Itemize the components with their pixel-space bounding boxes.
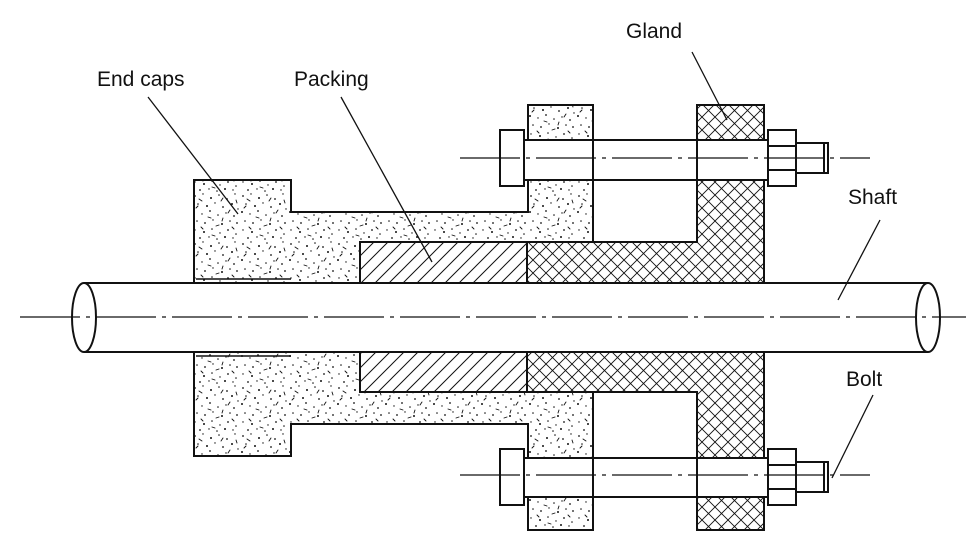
bolt-lower [499, 448, 829, 506]
bolt-hole-upper [522, 140, 769, 180]
bolt-hole-lower [522, 458, 769, 497]
label-packing: Packing [294, 68, 369, 91]
label-shaft: Shaft [848, 186, 898, 209]
packing-lower [359, 351, 528, 393]
leader-shaft [837, 219, 881, 301]
label-bolt: Bolt [846, 368, 883, 391]
bolt-lower-nut [767, 448, 797, 506]
leader-lines [147, 51, 881, 479]
packing-upper [359, 241, 528, 284]
leader-packing [340, 96, 433, 263]
bolt-lower-thread [795, 461, 829, 493]
leader-end-caps [147, 96, 239, 215]
center-lines [20, 157, 966, 476]
label-gland: Gland [626, 20, 683, 43]
label-end-caps: End caps [97, 68, 185, 91]
leader-bolt [831, 394, 874, 479]
bolt-lower-head [499, 448, 525, 506]
leader-gland [691, 51, 728, 121]
